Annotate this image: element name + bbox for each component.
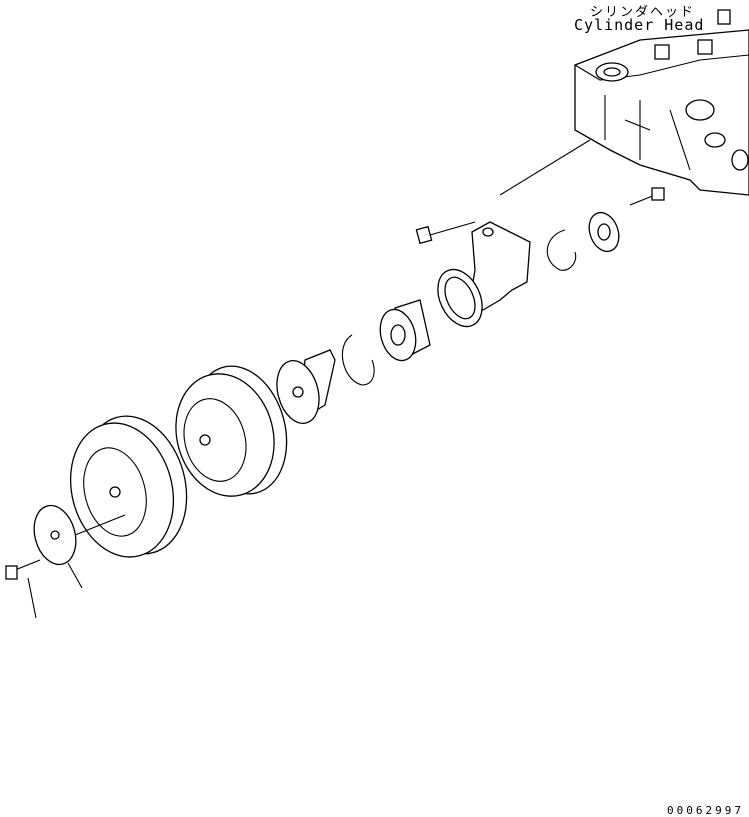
- leader-line-head: [499, 139, 591, 196]
- pulley-large: [175, 365, 288, 497]
- snap-ring-left: [342, 334, 375, 386]
- cylinder-head: [574, 9, 749, 196]
- drawing-code: 00062997: [667, 804, 744, 817]
- pulley-bolt: [5, 559, 41, 580]
- callout-line-bolt: [27, 577, 37, 619]
- callout-line-plate: [67, 562, 83, 589]
- bracket-bolt: [415, 221, 476, 245]
- leader-line-plate: [74, 514, 126, 536]
- cylinder-head-label-en: Cylinder Head: [574, 16, 705, 34]
- hub-shaft: [276, 349, 336, 424]
- cylinder-head-label-jp: シリンダヘッド: [590, 5, 696, 20]
- spacer-plate: [33, 504, 77, 566]
- end-cover: [588, 211, 620, 253]
- idler-bracket: [437, 221, 531, 328]
- pulley-small: [69, 415, 188, 558]
- snap-ring-right: [546, 229, 577, 271]
- cover-bolt: [629, 187, 665, 206]
- bearing: [379, 299, 431, 362]
